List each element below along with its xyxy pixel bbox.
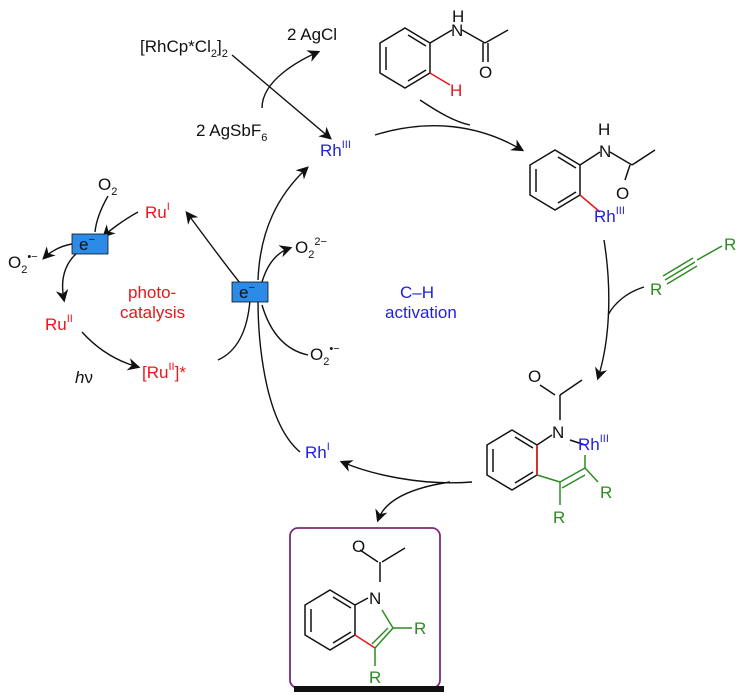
ru2-label: RuII [45, 313, 73, 334]
seven-membered-R-bottom: R [553, 508, 565, 527]
svg-text:RhIII: RhIII [578, 433, 609, 454]
svg-text:e−: e− [79, 234, 95, 254]
rh-dimer-label: [RhCp*Cl2]2 [140, 37, 228, 60]
arrow-ru2-to-ru2star [81, 331, 141, 371]
seven-membered-green-bonds [536, 455, 599, 505]
ru2-excited-label: [RuII]* [142, 361, 186, 382]
arrow-superoxide-join [261, 304, 309, 356]
svg-text:RhI: RhI [305, 441, 330, 462]
peroxide-label: O22− [295, 236, 327, 261]
arrow-substrate-join [419, 99, 471, 126]
indole-product-structure [304, 547, 406, 651]
svg-text:2 AgSbF6: 2 AgSbF6 [196, 121, 267, 144]
superoxide-right-label: O2•− [310, 343, 340, 368]
arrow-e-to-superoxide [42, 243, 73, 260]
indole-N: N [369, 589, 381, 608]
rh1-label: RhI [305, 441, 330, 462]
svg-text:RhIII: RhIII [594, 205, 625, 226]
acetanilide-O: O [479, 63, 492, 82]
acetanilide-N: N [451, 21, 463, 40]
cycle-arrows [42, 50, 645, 523]
superoxide-left-label: O2•− [8, 251, 38, 276]
arrow-dimer-to-rh3 [231, 54, 332, 140]
svg-text:hν: hν [75, 368, 93, 387]
seven-membered-N: N [552, 423, 564, 442]
svg-text:RhIII: RhIII [320, 139, 351, 160]
arrow-o2-join [94, 195, 109, 233]
svg-text:e−: e− [239, 282, 255, 302]
photocatalysis-label-line2: catalysis [120, 303, 185, 322]
svg-text:O22−: O22− [295, 236, 327, 261]
seven-membered-rhodacycle [486, 379, 586, 491]
electron-box-center: e− [231, 281, 269, 303]
acetanilide-H-on-N: H [452, 7, 464, 26]
svg-text:[RuII]*: [RuII]* [142, 361, 186, 382]
arrow-ru1-to-e [102, 211, 139, 238]
arrow-electron-to-rh3 [257, 166, 309, 281]
hv-label: hν [75, 368, 93, 387]
product-frame-shadow [294, 686, 444, 692]
arrow-complex1-to-complex2 [595, 239, 610, 381]
arrow-to-product [375, 481, 451, 523]
arrow-rh1-to-electron [257, 299, 301, 453]
svg-text:[RhCp*Cl2]2: [RhCp*Cl2]2 [140, 37, 228, 60]
rhodacycle-structure [529, 149, 656, 213]
arrow-electron-to-ru1 [185, 210, 241, 284]
ru1-label: RuI [145, 201, 170, 222]
arrow-electron-to-peroxide [261, 245, 293, 283]
svg-text:RuI: RuI [145, 201, 170, 222]
alkyne-structure [662, 245, 723, 285]
o2-label: O2 [98, 175, 117, 198]
photocatalysis-label-line1: photo- [128, 283, 176, 302]
indole-red-bond [354, 634, 376, 649]
rhodacycle-H: H [598, 120, 610, 139]
alkyne-R-right: R [724, 235, 736, 254]
electron-box-left: e− [71, 233, 109, 255]
arrow-alkyne-join [607, 286, 645, 316]
seven-membered-Rh: RhIII [578, 433, 609, 454]
svg-text:O2: O2 [98, 175, 117, 198]
rhodacycle-Rh: RhIII [594, 205, 625, 226]
seven-membered-O: O [528, 367, 541, 386]
indole-green-bonds [371, 609, 412, 666]
ch-activation-label-line1: C–H [400, 283, 434, 302]
indole-R-bottom: R [369, 668, 381, 687]
arrow-rh3-to-complex1 [374, 124, 525, 152]
svg-text:O2•−: O2•− [310, 343, 340, 368]
arrow-e-to-ru2 [55, 251, 79, 303]
acetanilide-structure [379, 27, 509, 89]
rh3-label: RhIII [320, 139, 351, 160]
alkyne-R-left: R [650, 280, 662, 299]
acetanilide-reactive-H: H [450, 81, 462, 100]
indole-R-right: R [414, 619, 426, 638]
ch-activation-label-line2: activation [385, 303, 457, 322]
arrow-agsbf6-to-agcl [261, 50, 321, 109]
seven-membered-R-right: R [600, 483, 612, 502]
rhodacycle-O: O [616, 184, 629, 203]
arrow-complex2-to-rh1 [339, 460, 473, 484]
agsbf6-label: 2 AgSbF6 [196, 121, 267, 144]
arrow-ru2star-to-electron [217, 299, 251, 361]
svg-text:O2•−: O2•− [8, 251, 38, 276]
rhodacycle-N: N [599, 142, 611, 161]
agcl-label: 2 AgCl [287, 25, 337, 44]
indole-O: O [352, 537, 365, 556]
svg-text:RuII: RuII [45, 313, 73, 334]
